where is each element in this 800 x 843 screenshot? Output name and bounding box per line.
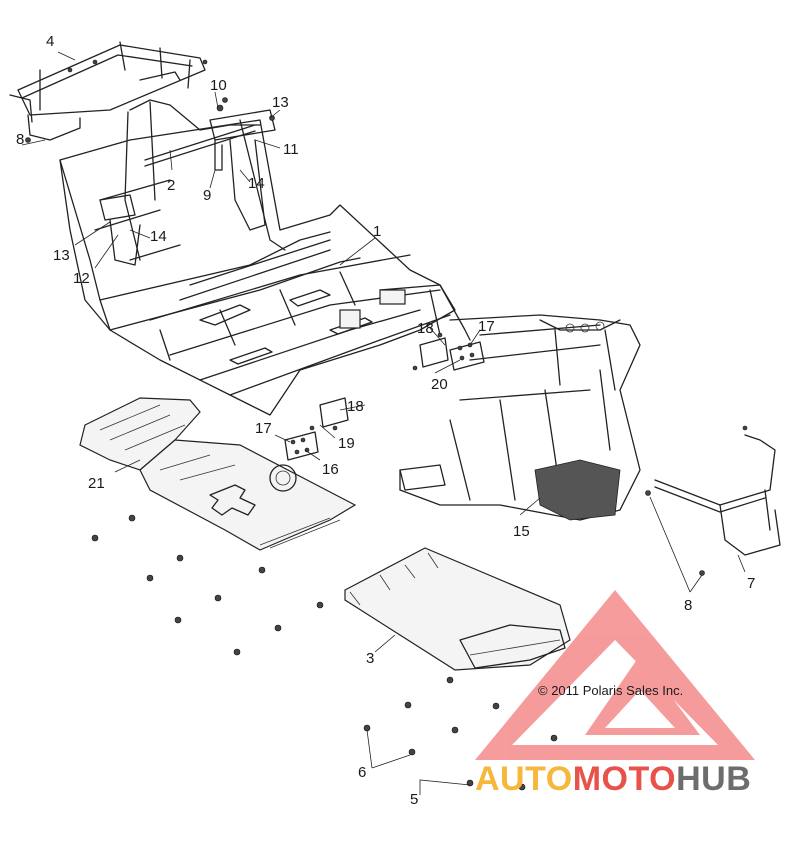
watermark-text: AUTOMOTOHUB	[475, 760, 751, 798]
callout-label: 13	[272, 94, 289, 111]
callout-label: 19	[338, 435, 355, 452]
part-front-frame	[399, 314, 641, 521]
part-bracket-group-center	[284, 397, 349, 461]
part-bracket-group-right	[412, 332, 485, 371]
part-mid-skid-plate	[344, 547, 571, 671]
watermark-part-hub: HUB	[676, 760, 751, 798]
callout-label: 16	[322, 461, 339, 478]
part-rear-rack	[9, 41, 208, 141]
part-front-bumper	[645, 425, 781, 556]
callout-label: 20	[431, 376, 448, 393]
callout-label: 13	[53, 247, 70, 264]
callout-label: 11	[283, 141, 299, 158]
callout-label: 17	[478, 318, 495, 335]
callout-label: 14	[150, 228, 167, 245]
callout-label: 5	[410, 791, 418, 808]
callout-label: 8	[16, 131, 24, 148]
callout-label: 4	[46, 33, 54, 50]
leader-lines	[21, 51, 746, 795]
watermark-part-auto: AUTO	[475, 760, 573, 798]
part-cluster-upper	[99, 97, 276, 266]
callout-label: 15	[513, 523, 530, 540]
callout-label: 18	[347, 398, 364, 415]
callout-label: 17	[255, 420, 272, 437]
callout-label: 18	[417, 320, 434, 337]
part-main-frame	[59, 99, 471, 416]
copyright-text: © 2011 Polaris Sales Inc.	[538, 683, 683, 698]
callout-label: 2	[167, 177, 175, 194]
callout-labels: 1 2 3 4 5 6 7 8 8 9 10 11 12 13 13 14 14…	[16, 33, 755, 808]
watermark-part-moto: MOTO	[573, 760, 676, 798]
callout-label: 14	[248, 175, 265, 192]
part-bar	[144, 124, 256, 167]
callout-label: 12	[73, 270, 90, 287]
callout-label: 3	[366, 650, 374, 667]
fasteners-scattered	[25, 137, 705, 791]
callout-label: 6	[358, 764, 366, 781]
callout-label: 7	[747, 575, 755, 592]
callout-label: 8	[684, 597, 692, 614]
part-front-skid-plate	[79, 397, 357, 551]
callout-label: 10	[210, 77, 227, 94]
callout-label: 9	[203, 187, 211, 204]
callout-label: 1	[373, 223, 381, 240]
watermark-logo-icon	[475, 590, 755, 760]
callout-label: 21	[88, 475, 105, 492]
